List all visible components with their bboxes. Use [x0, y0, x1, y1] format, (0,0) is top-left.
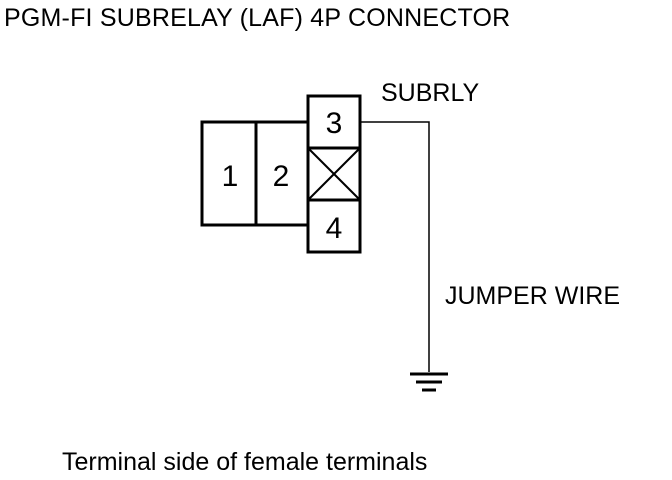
pin-4-label: 4 [326, 212, 343, 245]
subrly-label: SUBRLY [381, 79, 480, 107]
connector-body [200, 94, 362, 254]
pin-3-label: 3 [326, 107, 343, 140]
pin-2-label: 2 [273, 160, 290, 193]
blank-cross-line-b [307, 147, 361, 201]
ground-icon [410, 372, 448, 392]
pin-1-label: 1 [222, 160, 239, 193]
jumper-wire-line [360, 121, 430, 372]
diagram-caption: Terminal side of female terminals [62, 448, 428, 476]
pin-4-cell [306, 198, 362, 254]
jumper-wire-label: JUMPER WIRE [445, 282, 620, 310]
diagram-title: PGM-FI SUBRELAY (LAF) 4P CONNECTOR [4, 4, 511, 32]
